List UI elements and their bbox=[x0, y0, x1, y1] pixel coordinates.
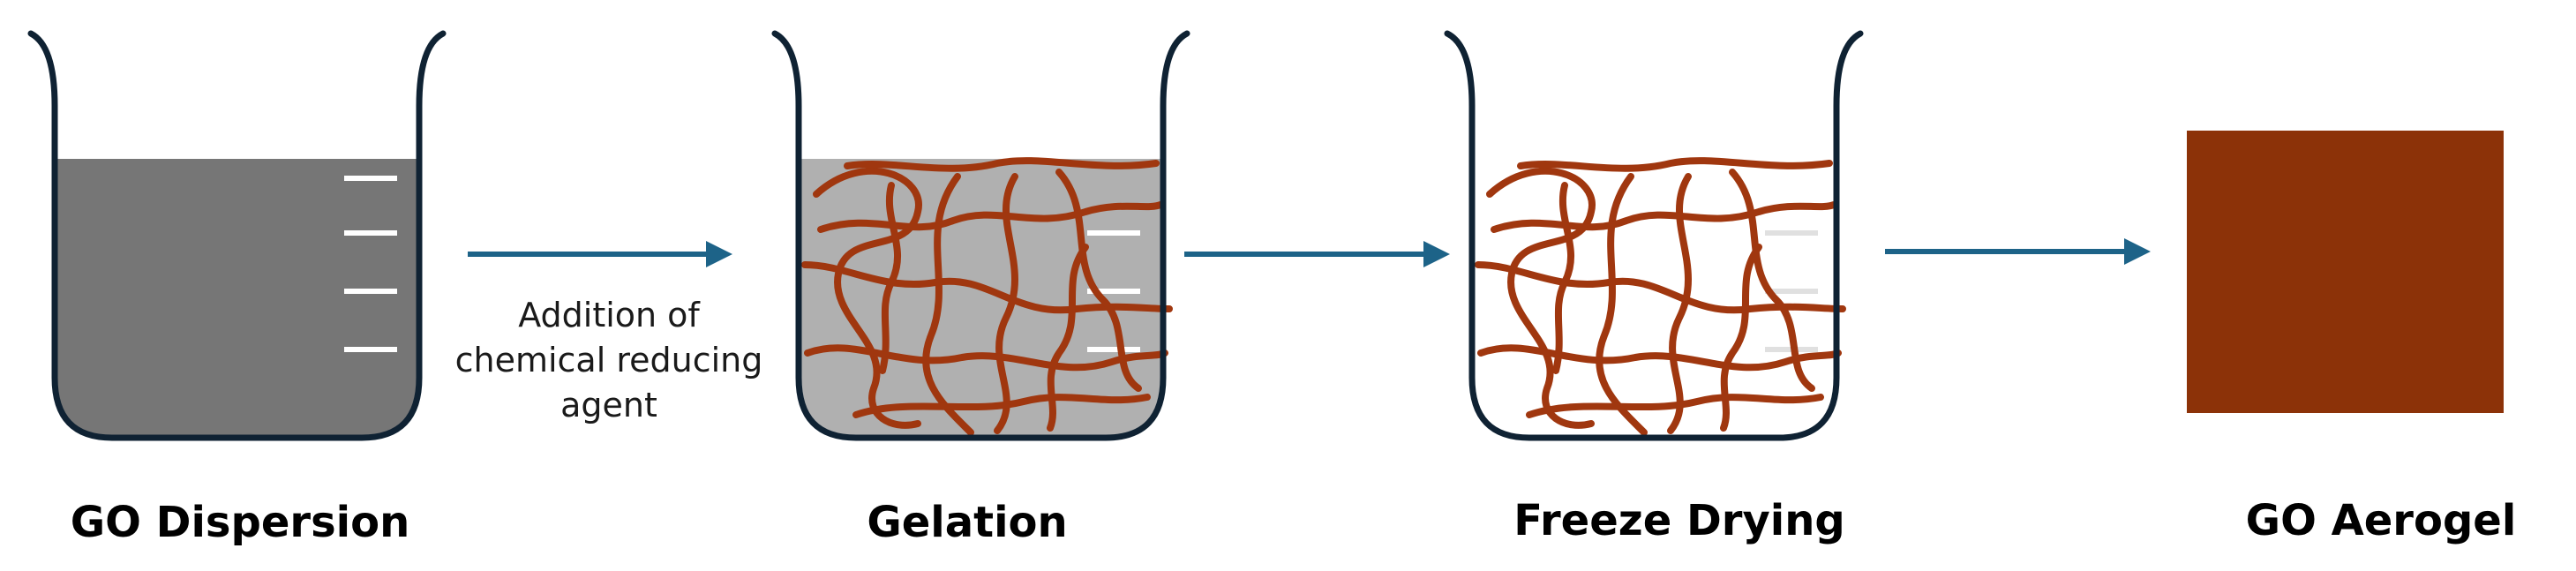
stage-label-gelation: Gelation bbox=[867, 498, 1067, 547]
beaker-outline bbox=[27, 30, 447, 441]
beaker-freeze-drying bbox=[1444, 30, 1864, 441]
reducing-agent-annotation: Addition of chemical reducing agent bbox=[455, 296, 763, 424]
stage-label-go-aerogel: GO Aerogel bbox=[2246, 496, 2517, 545]
dried-fiber-network bbox=[1475, 157, 1846, 436]
annotation-line-1: Addition of bbox=[518, 296, 701, 334]
aerogel-block bbox=[2187, 131, 2504, 413]
beaker-outline bbox=[1444, 30, 1864, 441]
annotation-line-2: chemical reducing bbox=[455, 341, 763, 379]
graduation-marks bbox=[344, 176, 397, 352]
process-arrow-3 bbox=[1885, 238, 2151, 265]
annotation-line-3: agent bbox=[560, 386, 657, 424]
beaker-gelation bbox=[771, 30, 1190, 441]
stage-label-freeze-drying: Freeze Drying bbox=[1513, 496, 1845, 545]
process-arrow-1 bbox=[468, 241, 732, 267]
gel-fill bbox=[799, 159, 1163, 438]
beaker-outline bbox=[771, 30, 1190, 441]
dispersion-liquid bbox=[55, 159, 419, 438]
stage-label-go-dispersion: GO Dispersion bbox=[71, 498, 410, 547]
process-arrow-2 bbox=[1184, 241, 1450, 267]
beaker-go-dispersion bbox=[27, 30, 447, 441]
gel-fiber-network bbox=[801, 157, 1173, 436]
